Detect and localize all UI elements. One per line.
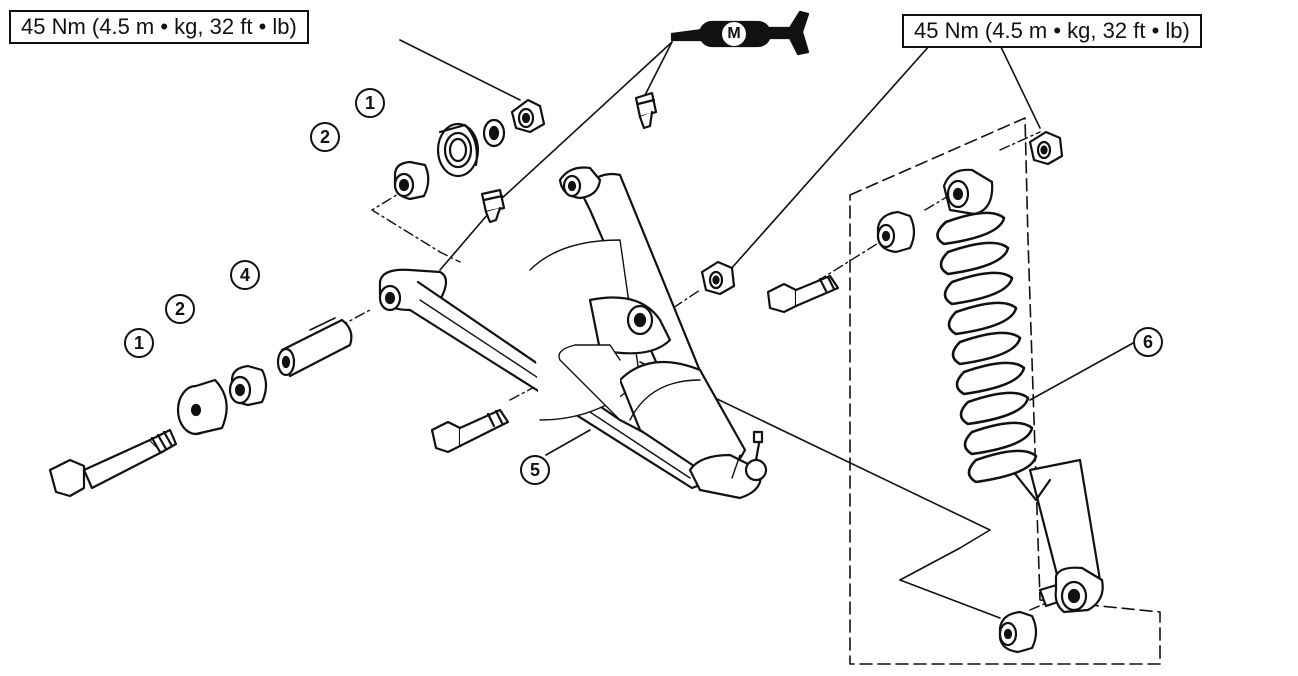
callout-1-top: 1 bbox=[355, 88, 385, 118]
washer-1-bottom bbox=[176, 378, 228, 436]
pivot-bolt bbox=[48, 428, 178, 498]
bolt-shock-top bbox=[766, 274, 840, 314]
callout-4: 4 bbox=[230, 260, 260, 290]
shock-spring bbox=[936, 211, 1038, 484]
small-washer-top bbox=[482, 118, 506, 148]
callout-6: 6 bbox=[1133, 327, 1163, 357]
shock-bushing-top bbox=[876, 210, 916, 254]
collar-4 bbox=[276, 318, 353, 378]
bushing-2-bottom bbox=[228, 364, 268, 407]
torque-spec-left: 45 Nm (4.5 m • kg, 32 ft • lb) bbox=[9, 10, 309, 44]
washer-1-top bbox=[436, 122, 480, 178]
callout-2-bottom: 2 bbox=[165, 294, 195, 324]
nut-top-left bbox=[510, 98, 546, 134]
callout-5: 5 bbox=[520, 455, 550, 485]
lower-arm bbox=[378, 166, 768, 500]
shock-dashed-frame bbox=[849, 117, 1161, 665]
nut-middle bbox=[700, 260, 736, 296]
callout-1-bottom: 1 bbox=[124, 328, 154, 358]
callout-2-top: 2 bbox=[310, 122, 340, 152]
bolt-lower-middle bbox=[430, 408, 510, 454]
grease-type-label: M bbox=[722, 22, 746, 46]
shock-absorber bbox=[942, 168, 1104, 614]
shock-bushing-bottom bbox=[998, 610, 1038, 654]
grease-nipple-top bbox=[634, 91, 658, 130]
torque-spec-right: 45 Nm (4.5 m • kg, 32 ft • lb) bbox=[902, 14, 1202, 48]
bushing-2-top bbox=[393, 160, 430, 201]
nut-top-right bbox=[1028, 130, 1064, 166]
grease-nipple-left bbox=[480, 188, 506, 224]
